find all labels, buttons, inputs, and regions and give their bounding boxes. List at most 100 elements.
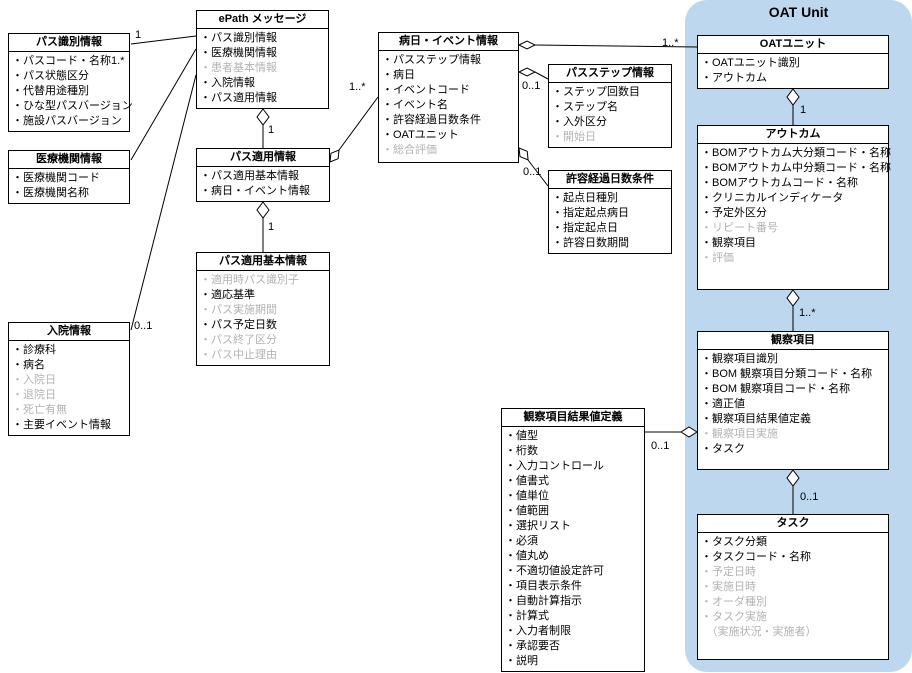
class-path-application: パス適用情報 ・パス適用基本情報・病日・イベント情報 — [196, 148, 330, 202]
class-outcome: アウトカム ・BOMアウトカム大分類コード・名称・BOMアウトカム中分類コード・… — [697, 125, 892, 290]
attribute-item: ・医療機関名称 — [12, 187, 89, 199]
attribute-item: ・不適切値設定許可 — [505, 565, 604, 577]
attribute-item: （実施状況・実施者） — [701, 626, 817, 638]
attribute-item: ・パスステップ情報 — [382, 54, 481, 66]
attribute-item: ・値書式 — [505, 475, 549, 487]
attribute-item: ・パス適用情報 — [200, 92, 277, 104]
attribute-item: ・OATユニット — [382, 129, 459, 141]
class-title: パス適用情報 — [197, 149, 329, 167]
multiplicity-observation-task: 0..1 — [800, 491, 819, 503]
attribute-item: ・BOMアウトカム中分類コード・名称 — [701, 162, 892, 174]
attribute-list: ・医療機関コード・医療機関名称 — [9, 169, 129, 203]
attribute-item: ・パス適用基本情報 — [200, 170, 299, 182]
class-title: 観察項目結果値定義 — [502, 409, 644, 427]
class-observation-result-value-def: 観察項目結果値定義 ・値型・桁数・入力コントロール・値書式・値単位・値範囲・選択… — [501, 408, 645, 672]
attribute-item: ・BOM 観察項目コード・名称 — [701, 383, 851, 395]
attribute-item: ・診療科 — [12, 344, 56, 356]
attribute-item: ・パスコード・名称1.* — [12, 55, 125, 67]
attribute-item: ・必須 — [505, 535, 538, 547]
assoc-admission-epath — [130, 74, 197, 331]
aggregation-diamond — [517, 40, 537, 50]
attribute-item: ・入力コントロール — [505, 460, 604, 472]
attribute-item: ・桁数 — [505, 445, 538, 457]
attribute-item: ・BOM 観察項目分類コード・名称 — [701, 368, 873, 380]
multiplicity-admission-epath: 0..1 — [134, 320, 153, 332]
attribute-item: ・ひな型パスバージョン — [12, 100, 133, 112]
attribute-item: ・医療機関情報 — [200, 47, 277, 59]
attribute-item: ・実施日時 — [701, 581, 756, 593]
attribute-list: ・値型・桁数・入力コントロール・値書式・値単位・値範囲・選択リスト・必須・値丸め… — [502, 427, 644, 671]
attribute-item: ・パス実施期間 — [200, 304, 277, 316]
class-title: パス識別情報 — [9, 34, 129, 52]
attribute-item: ・評価 — [701, 252, 734, 264]
attribute-item: ・タスク分類 — [701, 536, 767, 548]
attribute-item: ・予定外区分 — [701, 207, 767, 219]
attribute-list: ・ステップ回数目・ステップ名・入外区分・開始日 — [549, 83, 671, 147]
attribute-list: ・OATユニット識別・アウトカム — [698, 54, 888, 88]
attribute-item: ・ステップ回数目 — [552, 86, 640, 98]
attribute-item: ・BOMアウトカムコード・名称 — [701, 177, 859, 189]
attribute-item: ・観察項目識別 — [701, 353, 778, 365]
attribute-item: ・総合評価 — [382, 144, 437, 156]
class-title: 許容経過日数条件 — [549, 171, 671, 189]
attribute-item: ・クリニカルインディケータ — [701, 192, 844, 204]
aggregation-diamond — [256, 108, 270, 126]
assoc-apply-event — [338, 96, 379, 151]
aggregation-diamond — [329, 149, 340, 163]
attribute-list: ・パスステップ情報・病日・イベントコード・イベント名・許容経過日数条件・OATユ… — [379, 51, 518, 160]
attribute-item: ・値単位 — [505, 490, 549, 502]
oat-unit-title: OAT Unit — [768, 4, 829, 20]
attribute-item: ・予定日時 — [701, 566, 756, 578]
class-observation-item: 観察項目 ・観察項目識別・BOM 観察項目分類コード・名称・BOM 観察項目コー… — [697, 331, 889, 470]
attribute-item: ・指定起点病日 — [552, 207, 629, 219]
attribute-item: ・パス中止理由 — [200, 349, 277, 361]
assoc-event-step — [534, 71, 549, 80]
multiplicity-apply-basic: 1 — [268, 221, 275, 233]
multiplicity-event-oat: 1..* — [662, 37, 679, 49]
attribute-item: ・開始日 — [552, 131, 596, 143]
attribute-item: ・観察項目結果値定義 — [701, 413, 811, 425]
attribute-item: ・イベント名 — [382, 99, 448, 111]
attribute-item: ・許容経過日数条件 — [382, 114, 481, 126]
attribute-item: ・リピート番号 — [701, 222, 778, 234]
class-title: 病日・イベント情報 — [379, 33, 518, 51]
class-title: 入院情報 — [9, 323, 129, 341]
attribute-item: ・代替用途種別 — [12, 85, 89, 97]
attribute-item: ・退院日 — [12, 389, 56, 401]
aggregation-diamond — [256, 201, 270, 219]
attribute-item: ・アウトカム — [701, 72, 767, 84]
assoc-hospital-epath — [130, 48, 197, 161]
attribute-item: ・施設パスバージョン — [12, 115, 122, 127]
attribute-item: ・タスク実施 — [701, 611, 767, 623]
attribute-item: ・説明 — [505, 655, 538, 667]
class-path-step-info: パスステップ情報 ・ステップ回数目・ステップ名・入外区分・開始日 — [548, 64, 672, 148]
attribute-item: ・値丸め — [505, 550, 549, 562]
attribute-item: ・適応基準 — [200, 289, 255, 301]
attribute-item: ・項目表示条件 — [505, 580, 582, 592]
class-path-application-basic: パス適用基本情報 ・適用時パス識別子・適応基準・パス実施期間・パス予定日数・パス… — [196, 252, 330, 366]
attribute-item: ・ステップ名 — [552, 101, 618, 113]
class-path-identification: パス識別情報 ・パスコード・名称1.*・パス状態区分・代替用途種別・ひな型パスバ… — [8, 33, 133, 132]
class-title: OATユニット — [698, 36, 888, 54]
attribute-item: ・パス識別情報 — [200, 32, 277, 44]
attribute-item: ・指定起点日 — [552, 222, 618, 234]
attribute-list: ・起点日種別・指定起点病日・指定起点日・許容日数期間 — [549, 189, 671, 253]
class-title: 観察項目 — [698, 332, 888, 350]
multiplicity-pathid-epath: 1 — [135, 29, 142, 41]
attribute-item: ・入院情報 — [200, 77, 255, 89]
attribute-list: ・パス識別情報・医療機関情報・患者基本情報・入院情報・パス適用情報 — [197, 29, 328, 108]
attribute-item: ・観察項目 — [701, 237, 756, 249]
attribute-item: ・病名 — [12, 359, 45, 371]
multiplicity-apply-event: 1..* — [349, 81, 366, 93]
class-oat-unit: OATユニット ・OATユニット識別・アウトカム — [697, 35, 889, 89]
attribute-item: ・患者基本情報 — [200, 62, 277, 74]
attribute-item: ・入院日 — [12, 374, 56, 386]
attribute-item: ・許容日数期間 — [552, 237, 629, 249]
attribute-item: ・適用時パス識別子 — [200, 274, 299, 286]
multiplicity-outcome-observation: 1..* — [799, 307, 816, 319]
attribute-item: ・選択リスト — [505, 520, 571, 532]
attribute-item: ・値範囲 — [505, 505, 549, 517]
attribute-list: ・パス適用基本情報・病日・イベント情報 — [197, 167, 329, 201]
attribute-item: ・入外区分 — [552, 116, 607, 128]
